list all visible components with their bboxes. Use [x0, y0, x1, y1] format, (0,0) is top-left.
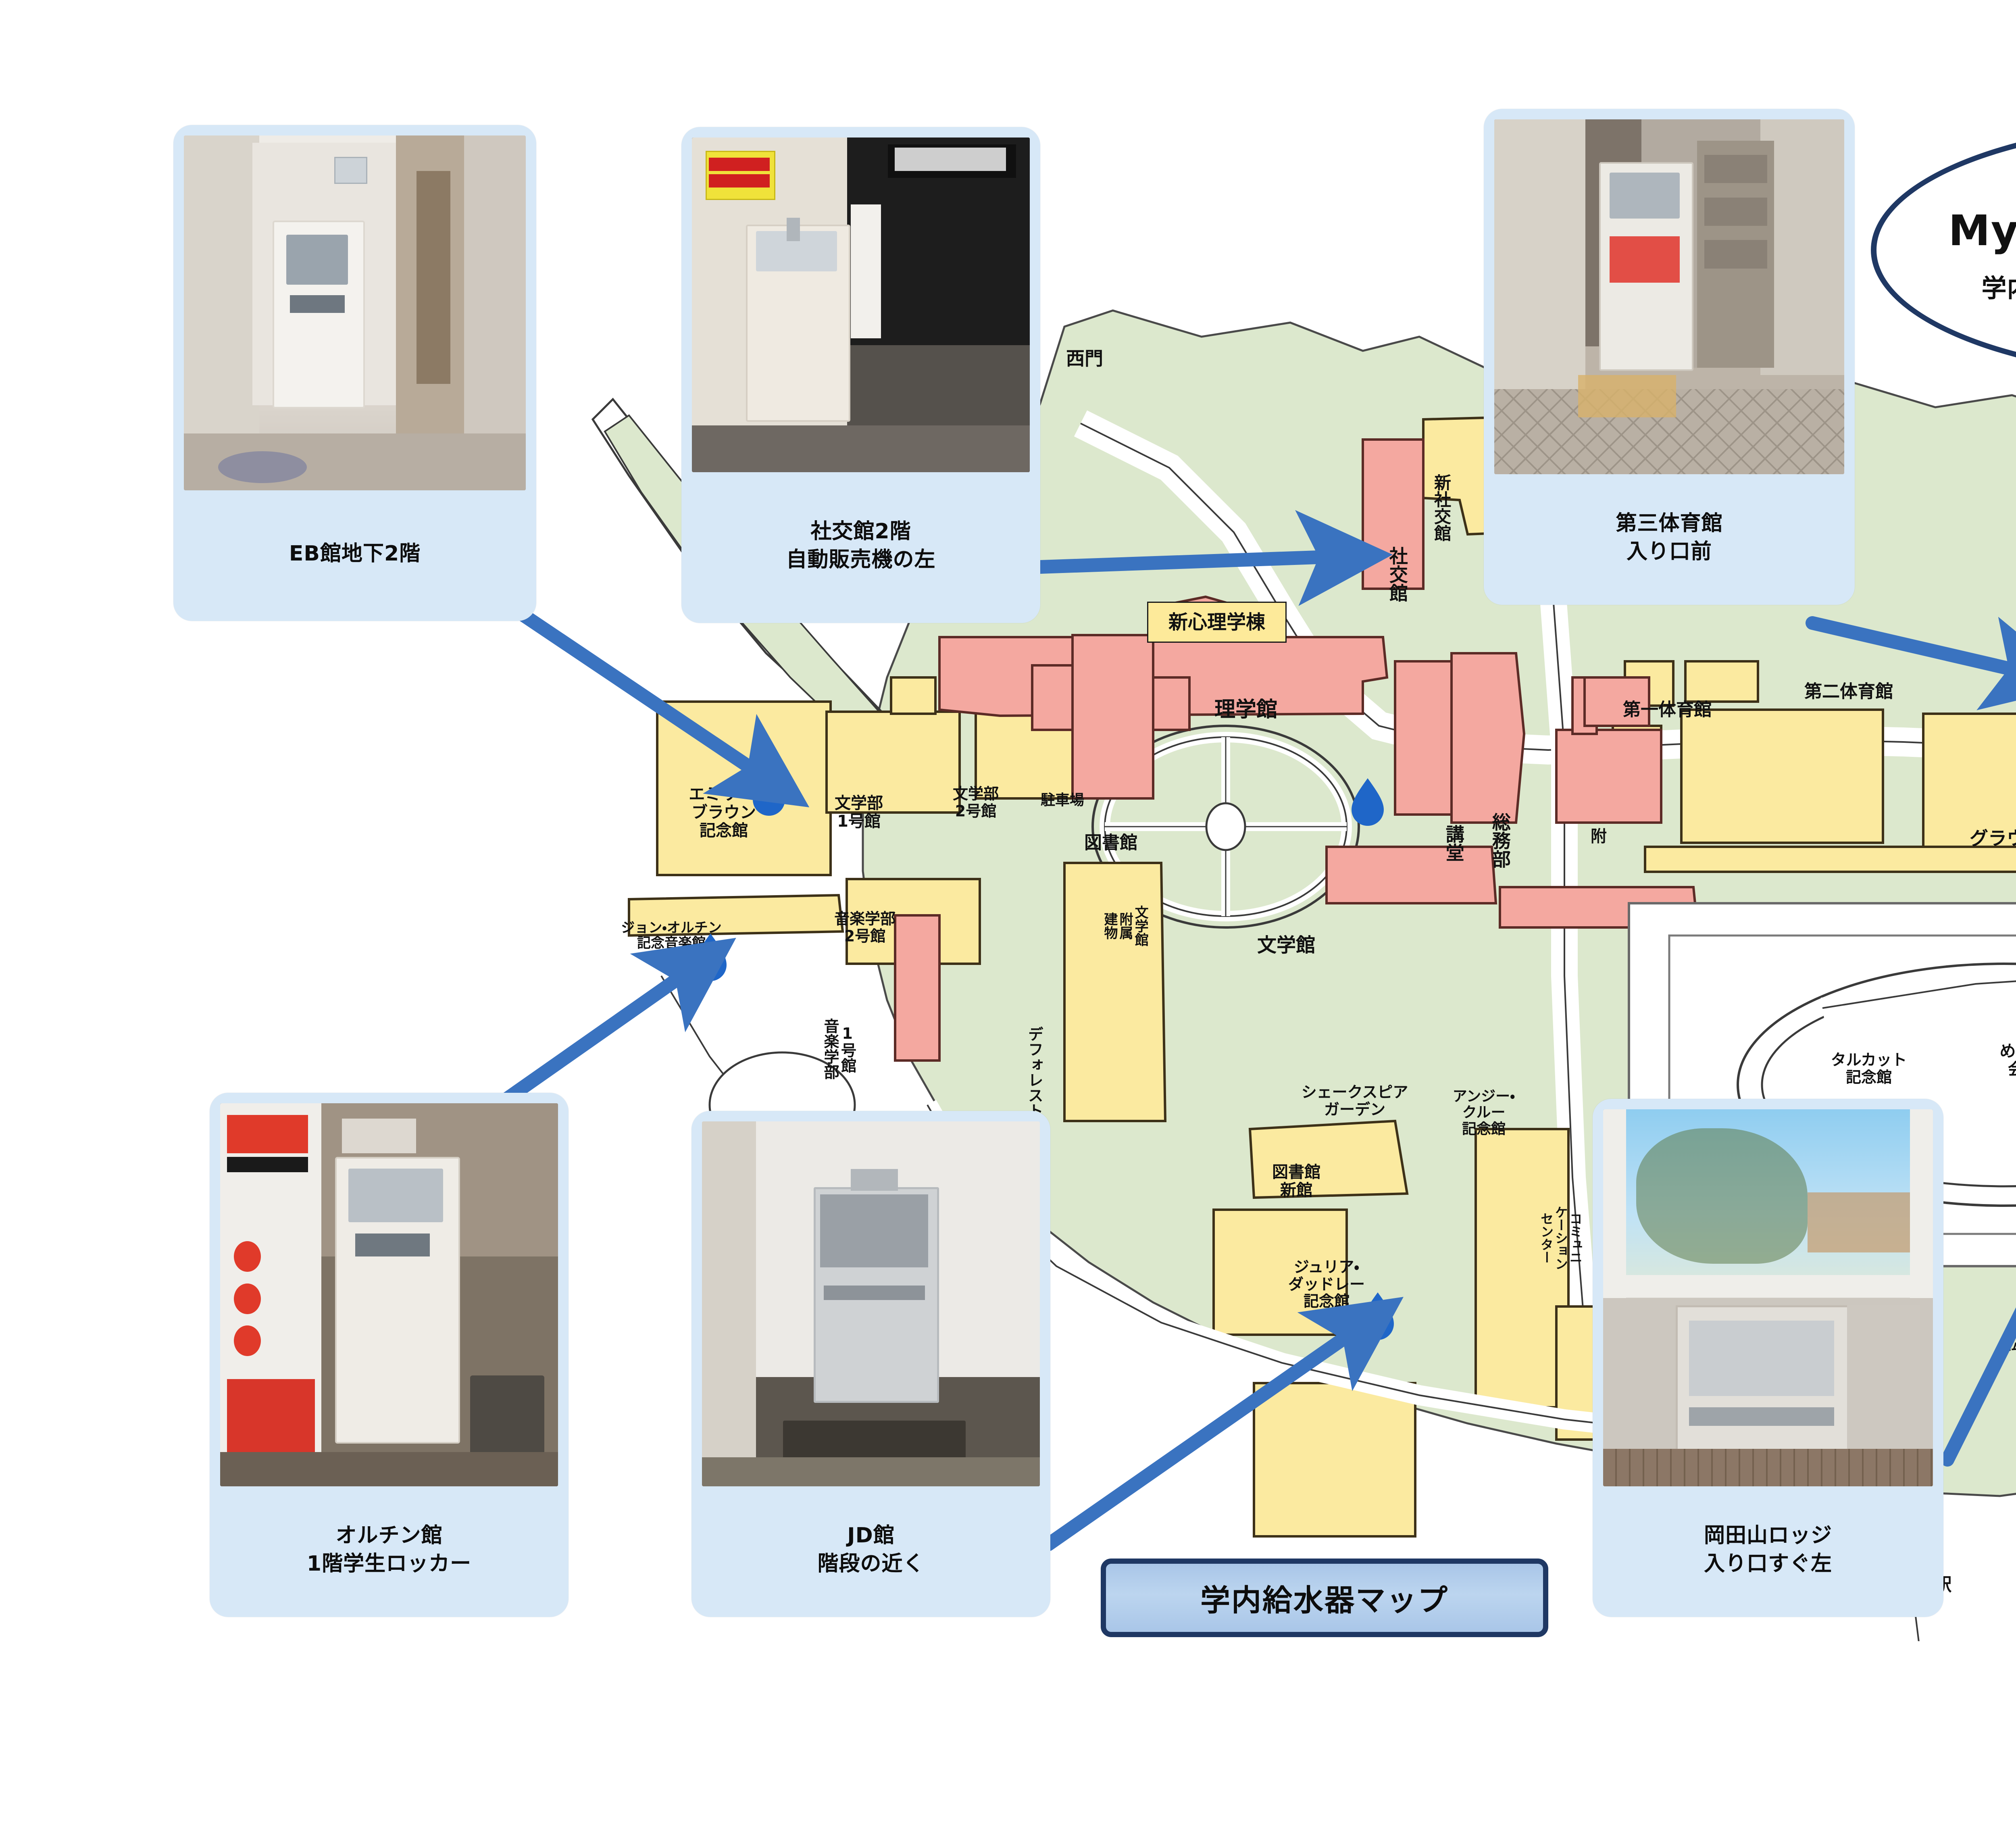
speech-bubble: Myボトルに給水しよう！ 学内のペットボトル削減を目指そう！: [1871, 121, 2016, 379]
photo-jd-kan: [702, 1121, 1040, 1486]
caption-shakoukan: 社交館2階 自動販売機の左: [786, 519, 936, 572]
campus-map[interactable]: [403, 250, 2016, 1641]
photo-oruchin-kan: [220, 1103, 558, 1486]
photo-card-shakoukan[interactable]: 社交館2階 自動販売機の左: [681, 127, 1040, 623]
caption-eb-kan: EB館地下2階: [289, 541, 421, 566]
speech-line-2: 学内のペットボトル削減を目指そう！: [1981, 273, 2016, 303]
photo-card-eb-kan[interactable]: EB館地下2階: [173, 125, 536, 621]
photo-card-daisan-taiikukan[interactable]: 第三体育館 入り口前: [1484, 109, 1855, 605]
caption-oruchin-kan: オルチン館 1階学生ロッカー: [306, 1523, 472, 1576]
photo-okadayama-lodge: [1603, 1109, 1933, 1486]
map-title-plate: 学内給水器マップ: [1101, 1559, 1548, 1637]
speech-line-1: Myボトルに給水しよう！: [1948, 206, 2016, 255]
photo-daisan-taiikukan: [1494, 119, 1844, 474]
photo-eb-kan: [184, 135, 526, 490]
photo-card-jd-kan[interactable]: JD館 階段の近く: [691, 1111, 1050, 1617]
photo-card-okadayama-lodge[interactable]: 岡田山ロッジ 入り口すぐ左: [1593, 1099, 1943, 1617]
photo-shakoukan: [692, 138, 1030, 472]
photo-card-oruchin-kan[interactable]: オルチン館 1階学生ロッカー: [210, 1093, 569, 1617]
speech-bubble-body: Myボトルに給水しよう！ 学内のペットボトル削減を目指そう！: [1871, 121, 2016, 379]
caption-jd-kan: JD館 階段の近く: [817, 1523, 925, 1576]
caption-daisan-taiikukan: 第三体育館 入り口前: [1616, 511, 1723, 564]
caption-okadayama-lodge: 岡田山ロッジ 入り口すぐ左: [1704, 1523, 1832, 1576]
water-drop-oruchin: [694, 933, 727, 981]
map-buildings-label: 新心理学棟: [1147, 602, 1287, 643]
